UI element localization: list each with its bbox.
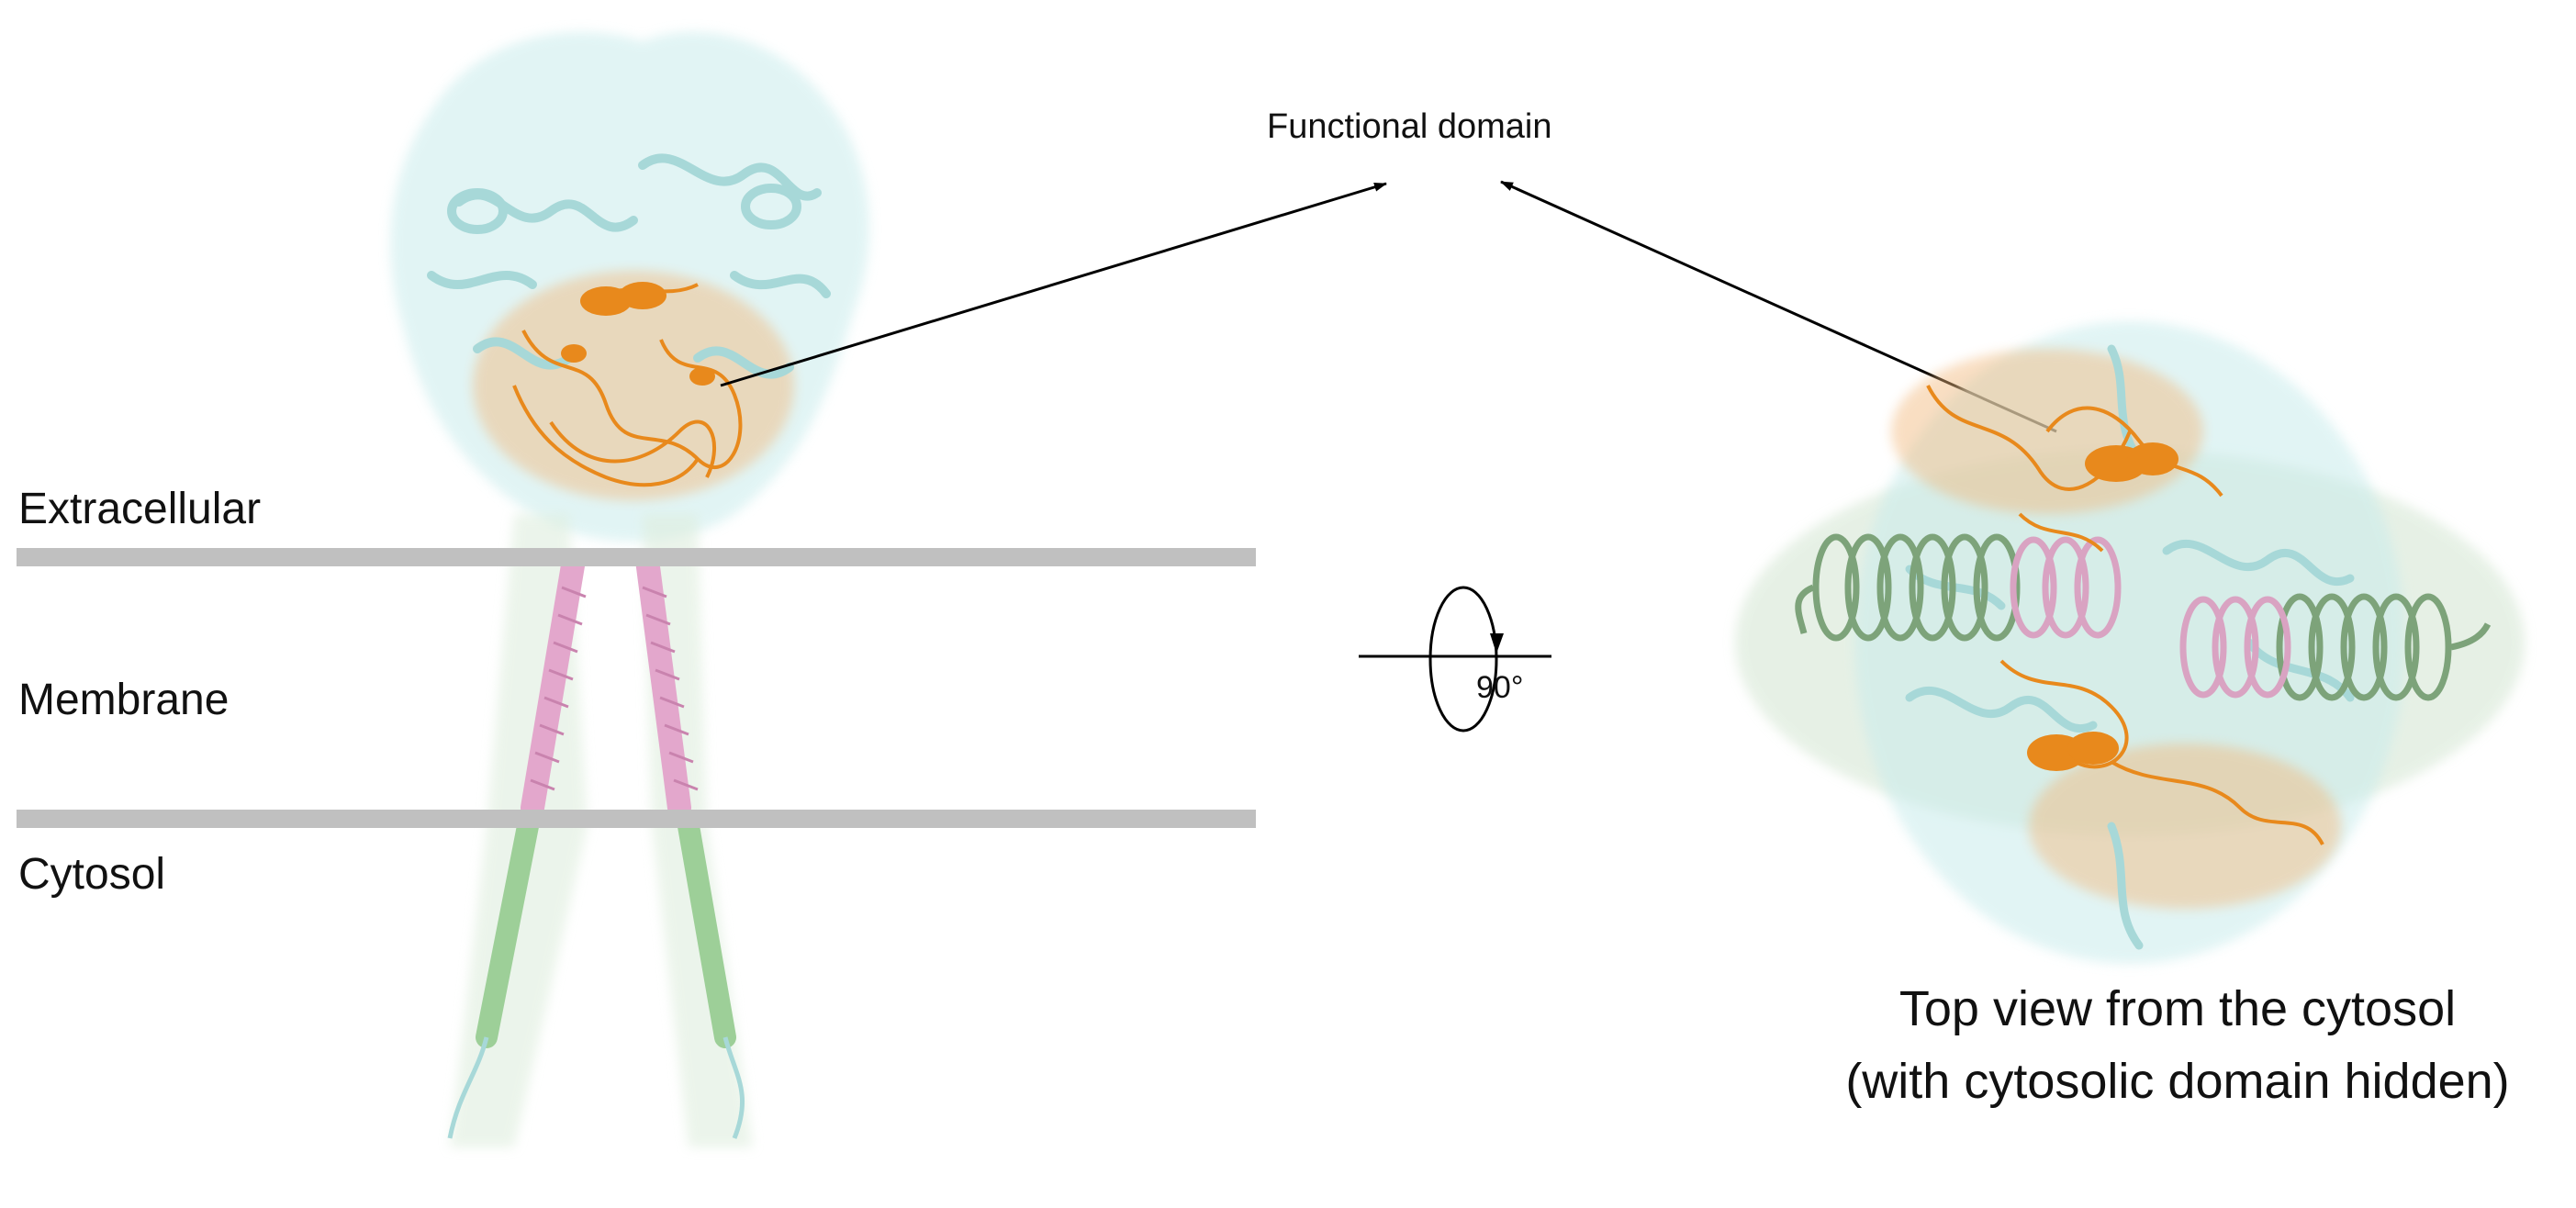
top-view-caption-line2: (with cytosolic domain hidden) <box>1845 1054 2509 1109</box>
membrane-line-top <box>17 548 1256 566</box>
rotation-icon: 90° <box>1359 587 1551 731</box>
top-view-orange-surface-lower <box>2029 744 2341 909</box>
top-view-caption-line1: Top view from the cytosol <box>1899 981 2456 1036</box>
stalk-surface <box>450 514 753 1147</box>
top-view-structure <box>1735 321 2525 964</box>
side-view-structure <box>390 32 869 1147</box>
extracellular-label: Extracellular <box>18 485 261 533</box>
rotation-angle-label: 90° <box>1476 670 1523 705</box>
membrane-label: Membrane <box>18 676 229 724</box>
membrane-line-bottom <box>17 810 1256 828</box>
cytosol-label: Cytosol <box>18 850 165 899</box>
functional-domain-label: Functional domain <box>1267 107 1552 146</box>
